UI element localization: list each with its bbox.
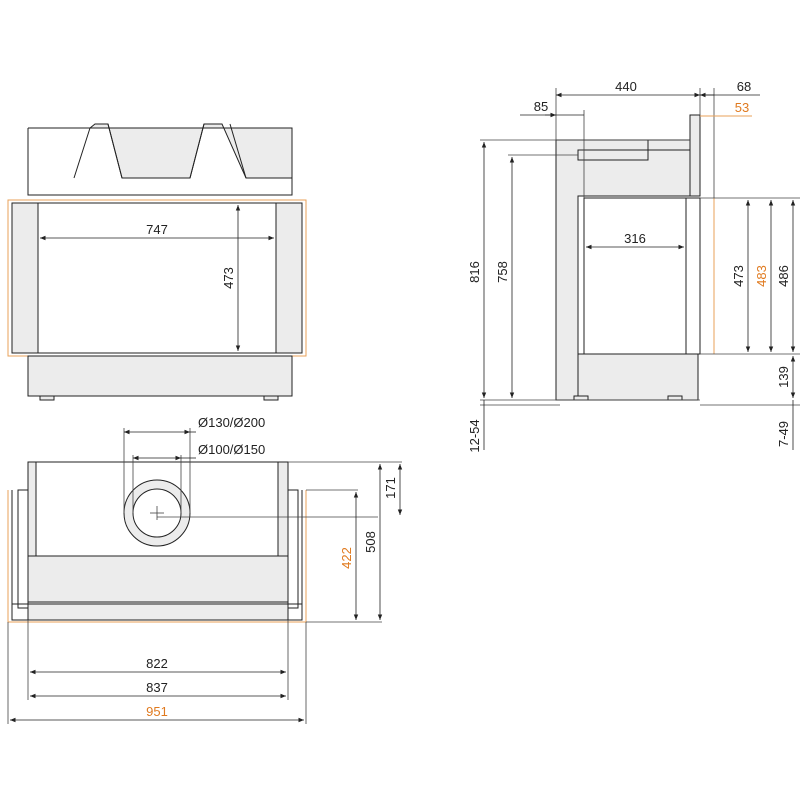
side-dim-cladding-offset: 53 xyxy=(735,100,749,115)
top-dim-depth-total: 508 xyxy=(363,531,378,553)
side-firebox xyxy=(583,197,687,355)
top-dim-flue-inner: Ø100/Ø150 xyxy=(198,442,265,457)
side-dim-top-offset: 68 xyxy=(737,79,751,94)
side-dim-base-height: 139 xyxy=(776,366,791,388)
side-dim-total-height: 816 xyxy=(467,261,482,283)
side-dim-top-depth: 440 xyxy=(615,79,637,94)
top-dim-depth-cladding: 422 xyxy=(339,547,354,569)
side-dim-firebox-depth: 316 xyxy=(624,231,646,246)
front-base xyxy=(27,355,293,397)
top-dim-width-body: 837 xyxy=(146,680,168,695)
side-dim-glass-height: 473 xyxy=(731,265,746,287)
side-view: 440 68 85 53 316 816 758 12-54 473 483 4… xyxy=(467,79,800,453)
side-dim-inner-height: 758 xyxy=(495,261,510,283)
side-dim-feet-right: 7-49 xyxy=(776,421,791,447)
side-dim-frame-height: 486 xyxy=(776,265,791,287)
side-dim-left-offset: 85 xyxy=(534,99,548,114)
front-hood xyxy=(28,123,293,179)
top-dim-width-cladding: 951 xyxy=(146,704,168,719)
front-dim-width: 747 xyxy=(146,222,168,237)
top-dim-flue-outer: Ø130/Ø200 xyxy=(198,415,265,430)
top-dim-width-inner: 822 xyxy=(146,656,168,671)
top-dim-flue-offset: 171 xyxy=(383,477,398,499)
top-view: Ø130/Ø200 Ø100/Ø150 508 422 171 822 837 … xyxy=(7,415,403,724)
side-dim-feet-left: 12-54 xyxy=(467,419,482,452)
front-dim-height: 473 xyxy=(221,267,236,289)
front-view: 747 473 xyxy=(7,123,307,401)
side-dim-cladding-height: 483 xyxy=(754,265,769,287)
